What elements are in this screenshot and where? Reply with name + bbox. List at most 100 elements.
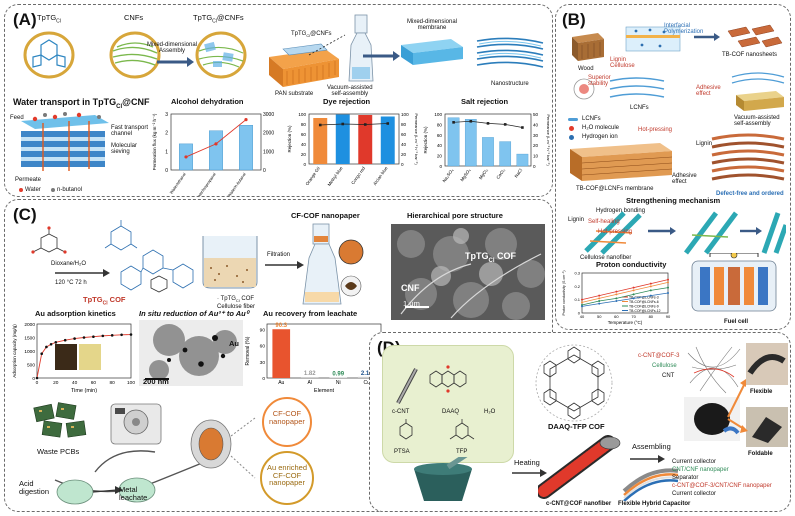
sem-image bbox=[391, 224, 545, 320]
cnfs-illustration bbox=[109, 31, 161, 79]
lcnfs-fiber-illustration bbox=[573, 77, 665, 100]
salt-permeance-point bbox=[503, 123, 507, 126]
layer-5-label: Current collector bbox=[672, 491, 717, 497]
kinetics-xtick: 40 bbox=[72, 380, 78, 386]
capacitor-illustration bbox=[622, 468, 679, 501]
alcohol-separation-point bbox=[244, 118, 248, 122]
alcohol-ytick-left: 2 bbox=[165, 131, 168, 137]
lignin-2-label: Lignin bbox=[696, 141, 713, 147]
adhesive-effect-label: Adhesive effect bbox=[696, 85, 721, 97]
membrane-stack-illustration bbox=[570, 143, 673, 181]
recovery-xtick: Au bbox=[278, 380, 284, 386]
kinetics-point bbox=[35, 376, 39, 380]
water-legend-marker bbox=[19, 188, 23, 192]
sem-cnf-label: CNF bbox=[401, 283, 420, 293]
wood-illustration bbox=[572, 33, 604, 61]
membrane-label-b: TB-COF@LCNFs membrane bbox=[576, 186, 654, 192]
kinetics-xtick: 80 bbox=[110, 380, 116, 386]
dye-ytick-right: 40 bbox=[401, 142, 407, 147]
tfp-illustration bbox=[449, 419, 475, 440]
dye-bar bbox=[358, 115, 373, 164]
salt-bar bbox=[447, 117, 460, 167]
hand-device-illustration bbox=[684, 397, 740, 441]
salt-xtick: NaCl bbox=[514, 168, 524, 179]
strengthening-illustration bbox=[584, 211, 786, 255]
salt-ytick: 40 bbox=[437, 143, 443, 148]
fuel-cell-illustration bbox=[691, 253, 777, 312]
proton-ylabel: Proton conductivity (S cm⁻¹) bbox=[562, 270, 566, 315]
recovery-bar bbox=[300, 377, 319, 378]
mix-cof-label: · TpTGCl COF bbox=[217, 296, 255, 304]
reagents-box bbox=[382, 345, 514, 463]
dye-permeance-point bbox=[318, 123, 322, 127]
proton-point bbox=[598, 302, 601, 305]
kinetics-xtick: 0 bbox=[36, 380, 39, 386]
proton-xtick: 80 bbox=[649, 314, 654, 319]
proton-legend-label: TB-COF@LCNFs-9 bbox=[629, 305, 659, 309]
recovery-value-label: 1.82 bbox=[304, 371, 316, 377]
recovery-ylabel: Removal (%) bbox=[245, 336, 251, 365]
layer-1-label: Current collector bbox=[672, 459, 717, 465]
dye-ytick-right: 80 bbox=[401, 122, 407, 127]
interfacial-polymerization-illustration bbox=[625, 26, 681, 52]
nanopaper-title: CF-COF nanopaper bbox=[291, 211, 360, 220]
daaq-illustration bbox=[429, 365, 467, 393]
vacuum-flask-illustration bbox=[348, 14, 374, 82]
tg-monomer-illustration bbox=[31, 226, 67, 254]
salt-ytick: 80 bbox=[437, 122, 443, 127]
filtration-label: Filtration bbox=[267, 252, 291, 258]
proton-point bbox=[598, 294, 601, 297]
dye-bar bbox=[335, 114, 350, 164]
dashed-connector bbox=[308, 34, 346, 56]
tubing-illustration bbox=[54, 450, 220, 505]
dye-permeance-line bbox=[320, 123, 388, 126]
proton-conductivity-title: Proton conductivity bbox=[596, 260, 667, 269]
dye-permeance-point bbox=[386, 122, 390, 125]
recovery-bar bbox=[329, 377, 348, 378]
recovery-bar bbox=[272, 329, 291, 378]
alcohol-bar bbox=[239, 125, 253, 171]
dye-xtick: Methyl blue bbox=[327, 165, 344, 187]
legend-cnt-cof-label: c-CNT@COF-3 bbox=[638, 353, 680, 359]
water-transport-title: Water transport in TpTGCl@CNF bbox=[13, 97, 150, 110]
alcohol-ytick-left: 3 bbox=[165, 112, 168, 118]
kinetics-point bbox=[92, 335, 95, 338]
hier-title: Hierarchical pore structure bbox=[407, 211, 503, 220]
water-legend-label: Water bbox=[25, 187, 41, 193]
panel-b-label: (B) bbox=[562, 10, 586, 29]
alcohol-ytick-right: 3000 bbox=[263, 112, 274, 118]
recovery-ytick: 30 bbox=[260, 360, 266, 366]
dye-ytick-right: 0 bbox=[401, 162, 404, 167]
foldable-photo bbox=[746, 407, 788, 447]
conditions-label: 120 °C 72 h bbox=[55, 280, 87, 286]
salt-permeance-point bbox=[452, 121, 455, 124]
insitu-title: In situ reduction of Au³⁺ to Au⁰ bbox=[139, 309, 249, 318]
kinetics-point bbox=[82, 336, 86, 339]
proton-point bbox=[598, 297, 601, 300]
proton-point bbox=[615, 290, 618, 293]
wood-label: Wood bbox=[578, 66, 594, 72]
salt-bar bbox=[482, 137, 494, 167]
hot-pressing-2-label: Hot-pressing bbox=[598, 229, 633, 235]
proton-ytick: 0 bbox=[578, 311, 581, 316]
kinetics-point bbox=[40, 352, 43, 355]
tem-scale-label: 200 nm bbox=[143, 377, 169, 386]
alcohol-xtick: Water/n-butanol bbox=[226, 172, 246, 196]
pump-illustration bbox=[110, 403, 162, 445]
network-illustration bbox=[686, 343, 742, 395]
panel-d: (D) c-CNT DAAQ H₂O PTSA TFP Heating DAAQ… bbox=[369, 332, 791, 512]
pan-substrate-illustration bbox=[269, 43, 339, 87]
salt-ytick-right: 40 bbox=[533, 122, 539, 127]
nanostructure-label: Nanostructure bbox=[491, 81, 529, 87]
panel-c: (C) Dioxane/H₂O 120 °C 72 h TpTGCl COF ·… bbox=[4, 199, 553, 512]
recovery-ytick: 60 bbox=[260, 344, 266, 350]
dye-xtick: Alcian blue bbox=[372, 165, 389, 186]
dye-bar bbox=[313, 118, 328, 164]
kinetics-point bbox=[63, 338, 67, 342]
assembly-label: Mixed-dimensional Assembly bbox=[147, 42, 198, 54]
kinetics-xtick: 20 bbox=[53, 380, 59, 386]
legend-cnt-label: CNT bbox=[662, 373, 675, 379]
salt-ytick: 0 bbox=[439, 164, 442, 169]
proton-legend-label: TB-COF@LCNFs-6 bbox=[629, 300, 659, 304]
